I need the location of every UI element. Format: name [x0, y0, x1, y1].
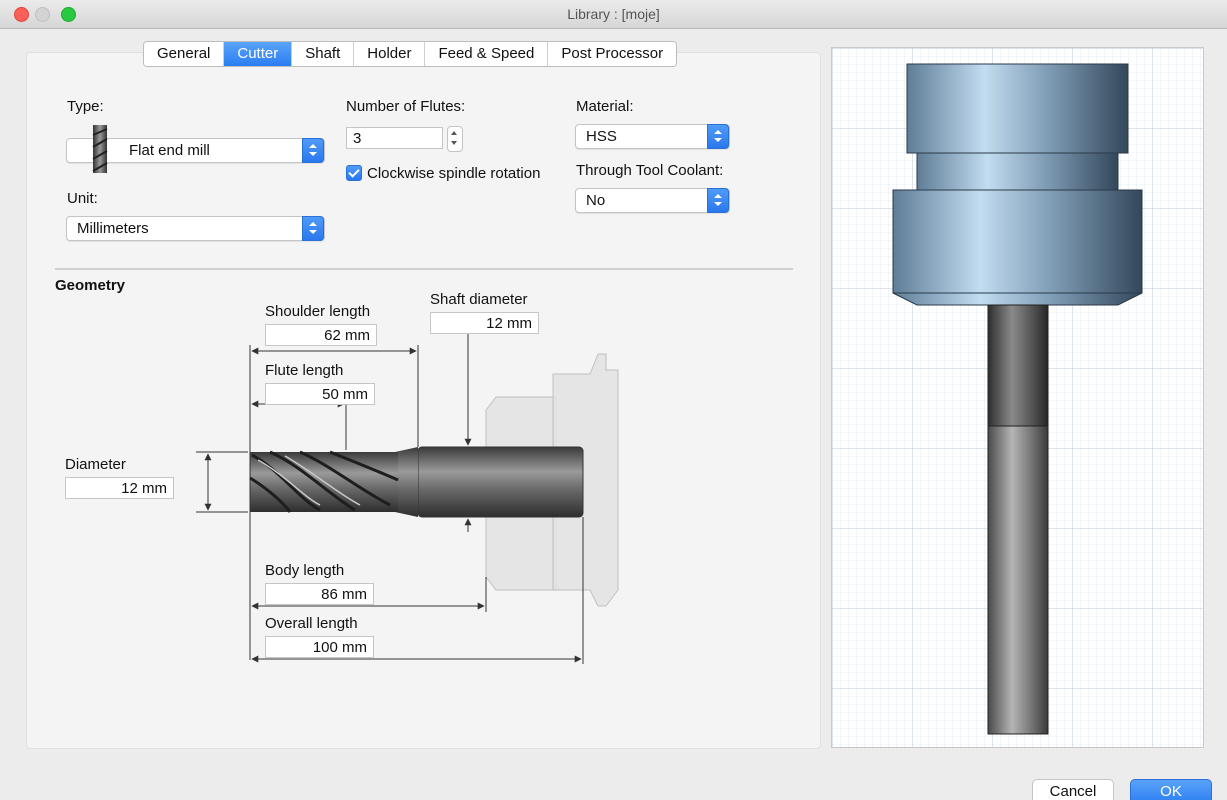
flute-length-label: Flute length: [265, 362, 344, 379]
coolant-select-value: No: [586, 192, 606, 209]
tab-cutter[interactable]: Cutter: [224, 42, 293, 66]
tool-preview-canvas: [832, 48, 1203, 747]
cancel-button[interactable]: Cancel: [1032, 779, 1114, 800]
window-title: Library : [moje]: [567, 6, 660, 22]
coolant-select-arrows-icon: [707, 188, 729, 213]
flutes-stepper[interactable]: [447, 126, 463, 152]
shaft-3d: [987, 304, 1049, 735]
coolant-label: Through Tool Coolant:: [576, 162, 724, 179]
tab-bar: General Cutter Shaft Holder Feed & Speed…: [143, 41, 678, 67]
diameter-label: Diameter: [65, 456, 126, 473]
geometry-diagram: [196, 334, 619, 664]
geometry-title: Geometry: [55, 277, 126, 294]
material-label: Material:: [576, 98, 634, 115]
coolant-select[interactable]: No: [575, 188, 730, 213]
material-select[interactable]: HSS: [575, 124, 730, 149]
tab-shaft[interactable]: Shaft: [292, 42, 355, 66]
flutes-input[interactable]: 3: [346, 127, 443, 149]
type-select-arrows-icon: [302, 138, 324, 163]
flat-end-mill-icon: [92, 125, 108, 173]
ok-button[interactable]: OK: [1130, 779, 1212, 800]
flutes-label: Number of Flutes:: [346, 98, 466, 115]
cutter-panel: [26, 52, 821, 749]
overall-length-input[interactable]: 100 mm: [265, 636, 374, 658]
material-select-value: HSS: [586, 128, 617, 145]
unit-select-value: Millimeters: [77, 220, 149, 237]
title-bar: Library : [moje]: [0, 0, 1227, 29]
close-window-button[interactable]: [14, 7, 29, 22]
body-length-label: Body length: [265, 562, 345, 579]
flute-length-input[interactable]: 50 mm: [265, 383, 375, 405]
material-select-arrows-icon: [707, 124, 729, 149]
tab-holder[interactable]: Holder: [354, 42, 426, 66]
shoulder-length-label: Shoulder length: [265, 303, 371, 320]
unit-select-arrows-icon: [302, 216, 324, 241]
diameter-input[interactable]: 12 mm: [65, 477, 174, 499]
zoom-window-button[interactable]: [61, 7, 76, 22]
tab-general[interactable]: General: [144, 42, 225, 66]
shaft-diameter-label: Shaft diameter: [430, 291, 528, 308]
type-label: Type:: [67, 98, 104, 115]
type-select[interactable]: Flat end mill: [66, 138, 325, 163]
unit-select[interactable]: Millimeters: [66, 216, 325, 241]
clockwise-label: Clockwise spindle rotation: [367, 165, 541, 182]
body-length-input[interactable]: 86 mm: [265, 583, 374, 605]
minimize-window-button[interactable]: [35, 7, 50, 22]
geometry-divider: [55, 268, 793, 270]
tool-preview[interactable]: [831, 47, 1204, 748]
holder-3d: [892, 63, 1143, 306]
shaft-diameter-input[interactable]: 12 mm: [430, 312, 539, 334]
overall-length-label: Overall length: [265, 615, 358, 632]
unit-label: Unit:: [67, 190, 98, 207]
tab-feed-speed[interactable]: Feed & Speed: [425, 42, 549, 66]
end-mill-drawing: [249, 446, 584, 518]
shoulder-length-input[interactable]: 62 mm: [265, 324, 377, 346]
tab-post-processor[interactable]: Post Processor: [548, 42, 677, 66]
clockwise-checkbox[interactable]: [346, 165, 362, 181]
type-select-value: Flat end mill: [129, 142, 210, 159]
